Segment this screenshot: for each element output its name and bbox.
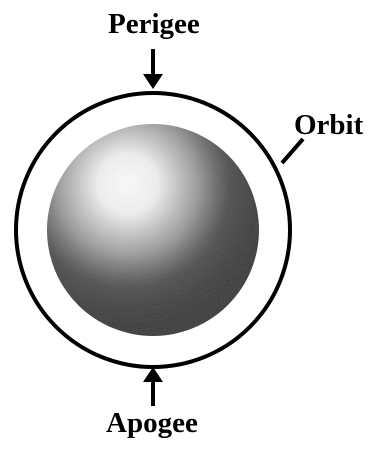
apogee-arrow-icon — [143, 367, 163, 406]
planet — [47, 124, 259, 336]
perigee-arrow-icon — [143, 49, 163, 89]
orbit-label: Orbit — [294, 109, 364, 141]
apogee-label: Apogee — [106, 407, 198, 439]
orbit-leader-line — [280, 137, 305, 165]
perigee-label: Perigee — [108, 8, 200, 40]
